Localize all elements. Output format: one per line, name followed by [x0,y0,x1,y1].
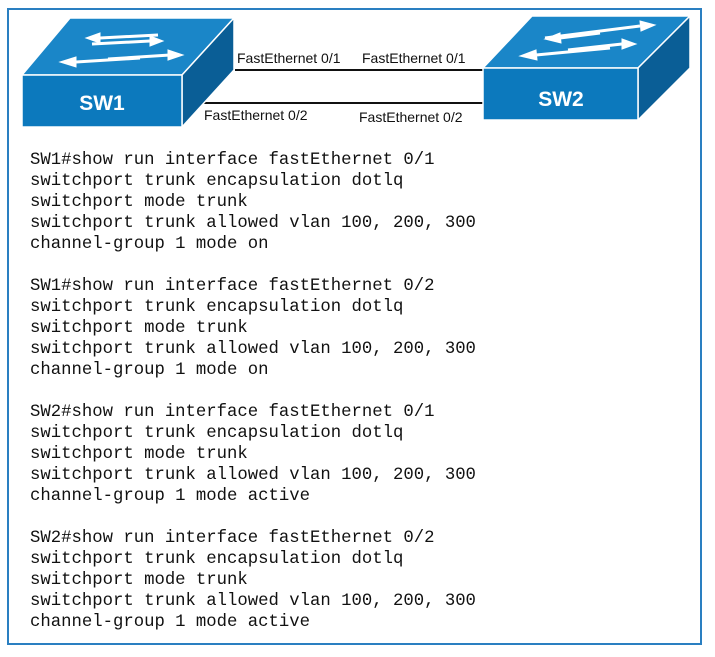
sw2-port-label-fa0-2: FastEthernet 0/2 [359,109,463,125]
sw2-port-label-fa0-1: FastEthernet 0/1 [362,50,466,66]
config-line: SW2#show run interface fastEthernet 0/1 [30,403,435,422]
config-line: switchport trunk allowed vlan 100, 200, … [30,592,476,611]
config-block: SW1#show run interface fastEthernet 0/2 … [30,276,690,381]
config-line: SW1#show run interface fastEthernet 0/1 [30,151,435,170]
config-line: switchport trunk encapsulation dotlq [30,424,404,443]
config-block: SW1#show run interface fastEthernet 0/1 … [30,150,690,255]
config-line: switchport trunk encapsulation dotlq [30,550,404,569]
switch-sw1[interactable]: SW1 [20,16,236,129]
config-line: switchport trunk allowed vlan 100, 200, … [30,214,476,233]
config-line: switchport trunk allowed vlan 100, 200, … [30,466,476,485]
config-line: channel-group 1 mode active [30,487,311,506]
network-topology: SW1 SW2 [20,14,692,129]
config-output: SW1#show run interface fastEthernet 0/1 … [30,150,690,633]
config-line: channel-group 1 mode on [30,361,269,380]
config-line: switchport trunk encapsulation dotlq [30,298,404,317]
sw1-port-label-fa0-1: FastEthernet 0/1 [237,50,341,66]
config-block: SW2#show run interface fastEthernet 0/1 … [30,402,690,507]
arrows-icon [518,20,657,61]
config-line: switchport mode trunk [30,445,248,464]
config-line: channel-group 1 mode active [30,613,311,632]
config-line: SW1#show run interface fastEthernet 0/2 [30,277,435,296]
arrows-icon [58,32,185,68]
config-line: switchport trunk encapsulation dotlq [30,172,404,191]
config-block: SW2#show run interface fastEthernet 0/2 … [30,528,690,633]
config-line: SW2#show run interface fastEthernet 0/2 [30,529,435,548]
switch-label-sw1: SW1 [79,92,125,115]
config-line: switchport mode trunk [30,571,248,590]
switch-label-sw2: SW2 [538,88,584,111]
sw1-port-label-fa0-2: FastEthernet 0/2 [204,107,308,123]
config-line: switchport trunk allowed vlan 100, 200, … [30,340,476,359]
config-line: switchport mode trunk [30,319,248,338]
config-line: channel-group 1 mode on [30,235,269,254]
switch-sw2[interactable]: SW2 [481,14,692,122]
config-line: switchport mode trunk [30,193,248,212]
